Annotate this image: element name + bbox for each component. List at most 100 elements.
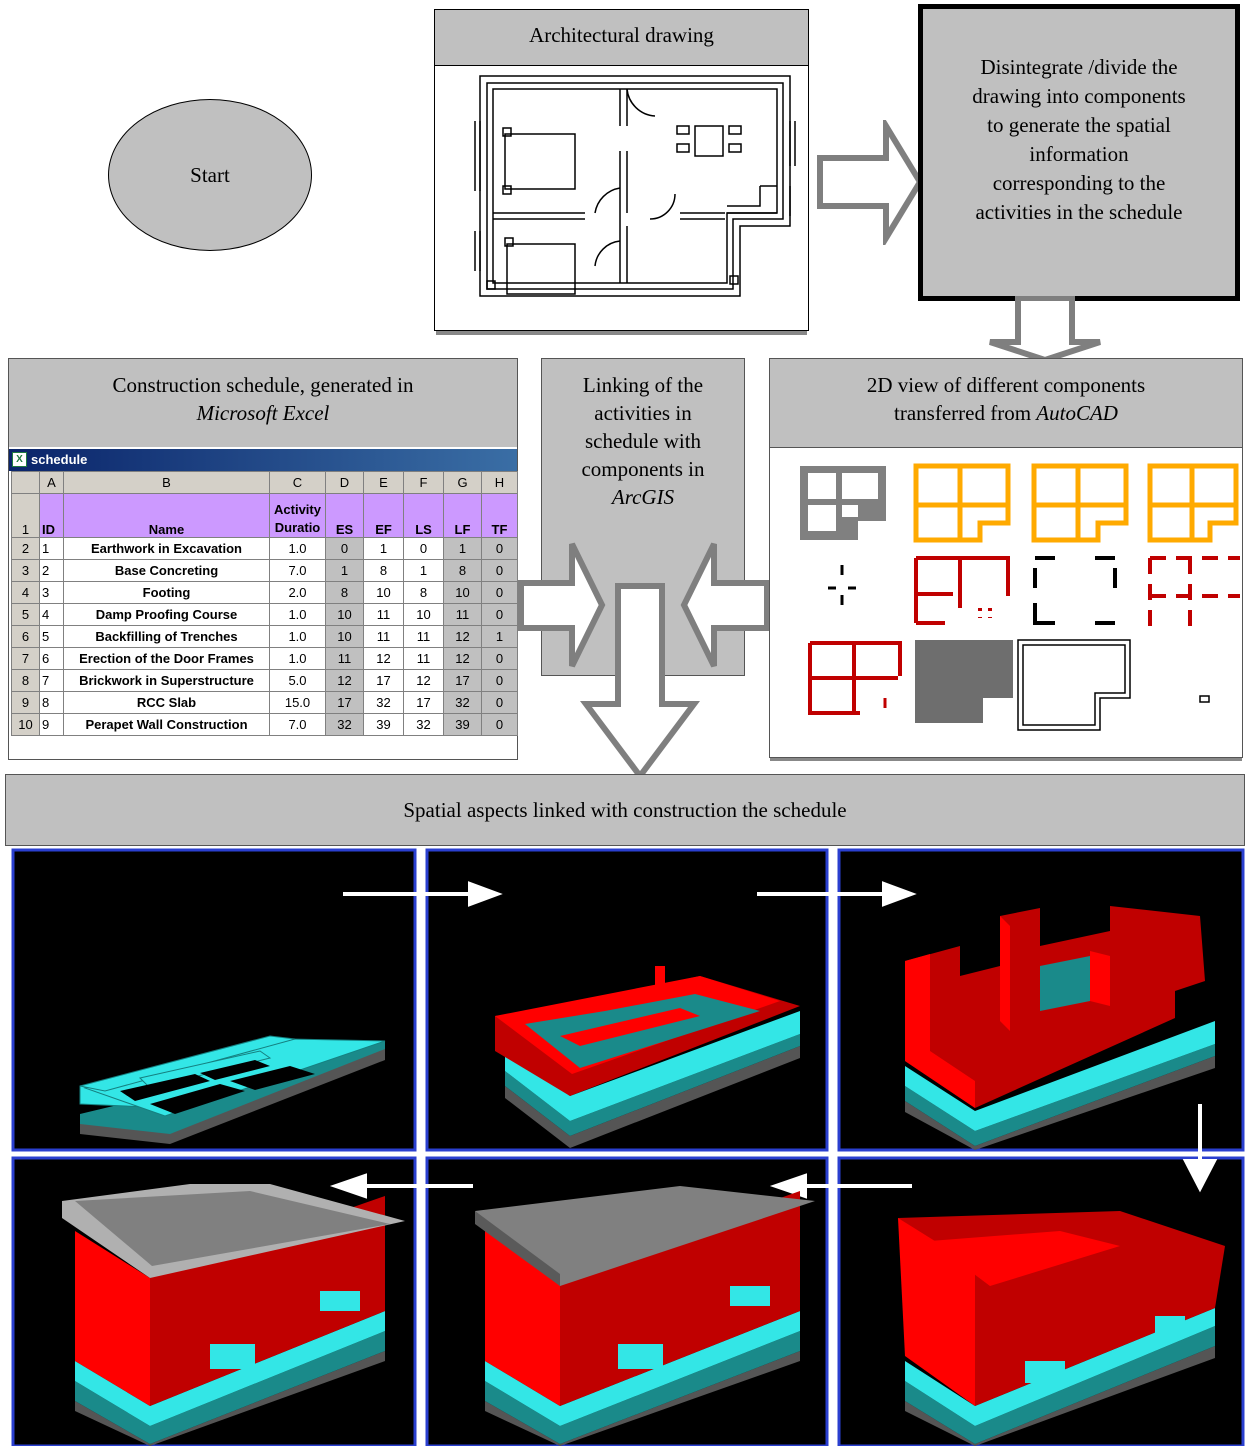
cell-duration[interactable]: 1.0 — [269, 537, 326, 560]
cell-ls[interactable]: 0 — [403, 537, 444, 560]
cell-id[interactable]: 9 — [39, 713, 64, 736]
cell-ls[interactable]: 11 — [403, 647, 444, 670]
cell-lf[interactable]: 8 — [443, 559, 482, 582]
cell-lf[interactable]: 1 — [443, 537, 482, 560]
cell-lf[interactable]: 12 — [443, 625, 482, 648]
cell-es[interactable]: 8 — [325, 581, 364, 604]
row-number[interactable]: 7 — [11, 647, 40, 670]
cell-ef[interactable]: 10 — [363, 581, 404, 604]
cell-ls[interactable]: 12 — [403, 669, 444, 692]
cell-tf[interactable]: 1 — [481, 625, 518, 648]
column-header-f[interactable]: F — [403, 471, 444, 494]
cell-es[interactable]: 11 — [325, 647, 364, 670]
cell-name[interactable]: Earthwork in Excavation — [63, 537, 270, 560]
cell-lf[interactable]: 32 — [443, 691, 482, 714]
cell-name[interactable]: Perapet Wall Construction — [63, 713, 270, 736]
corner-cell[interactable] — [11, 471, 40, 494]
cell-tf[interactable]: 0 — [481, 603, 518, 626]
cell-es[interactable]: 10 — [325, 625, 364, 648]
cell-tf[interactable]: 0 — [481, 647, 518, 670]
cell-tf[interactable]: 0 — [481, 713, 518, 736]
cell-es[interactable]: 1 — [325, 559, 364, 582]
header-ef[interactable]: EF — [363, 493, 404, 538]
cell-id[interactable]: 5 — [39, 625, 64, 648]
row-number[interactable]: 8 — [11, 669, 40, 692]
column-header-e[interactable]: E — [363, 471, 404, 494]
cell-id[interactable]: 2 — [39, 559, 64, 582]
cell-id[interactable]: 8 — [39, 691, 64, 714]
excel-titlebar[interactable]: X schedule — [9, 449, 517, 471]
cell-tf[interactable]: 0 — [481, 537, 518, 560]
cell-es[interactable]: 12 — [325, 669, 364, 692]
cell-tf[interactable]: 0 — [481, 581, 518, 604]
cell-lf[interactable]: 39 — [443, 713, 482, 736]
cell-lf[interactable]: 17 — [443, 669, 482, 692]
cell-name[interactable]: Backfilling of Trenches — [63, 625, 270, 648]
cell-lf[interactable]: 12 — [443, 647, 482, 670]
cell-duration[interactable]: 7.0 — [269, 713, 326, 736]
cell-tf[interactable]: 0 — [481, 691, 518, 714]
cell-ef[interactable]: 12 — [363, 647, 404, 670]
cell-duration[interactable]: 7.0 — [269, 559, 326, 582]
cell-es[interactable]: 10 — [325, 603, 364, 626]
column-header-d[interactable]: D — [325, 471, 364, 494]
cell-id[interactable]: 3 — [39, 581, 64, 604]
cell-ef[interactable]: 8 — [363, 559, 404, 582]
cell-ls[interactable]: 1 — [403, 559, 444, 582]
cell-name[interactable]: Brickwork in Superstructure — [63, 669, 270, 692]
cell-name[interactable]: RCC Slab — [63, 691, 270, 714]
cell-ef[interactable]: 1 — [363, 537, 404, 560]
cell-ef[interactable]: 32 — [363, 691, 404, 714]
cell-ls[interactable]: 10 — [403, 603, 444, 626]
cell-ls[interactable]: 17 — [403, 691, 444, 714]
cell-lf[interactable]: 11 — [443, 603, 482, 626]
header-ls[interactable]: LS — [403, 493, 444, 538]
cell-id[interactable]: 4 — [39, 603, 64, 626]
header-es[interactable]: ES — [325, 493, 364, 538]
column-header-b[interactable]: B — [63, 471, 270, 494]
cell-ef[interactable]: 11 — [363, 625, 404, 648]
column-header-a[interactable]: A — [39, 471, 64, 494]
cell-tf[interactable]: 0 — [481, 669, 518, 692]
cell-es[interactable]: 17 — [325, 691, 364, 714]
cell-name[interactable]: Damp Proofing Course — [63, 603, 270, 626]
cell-duration[interactable]: 1.0 — [269, 603, 326, 626]
cell-lf[interactable]: 10 — [443, 581, 482, 604]
cell-id[interactable]: 7 — [39, 669, 64, 692]
header-lf[interactable]: LF — [443, 493, 482, 538]
cell-duration[interactable]: 2.0 — [269, 581, 326, 604]
cell-name[interactable]: Base Concreting — [63, 559, 270, 582]
column-header-h[interactable]: H — [481, 471, 518, 494]
row-number[interactable]: 1 — [11, 493, 40, 538]
cell-duration[interactable]: 1.0 — [269, 647, 326, 670]
cell-tf[interactable]: 0 — [481, 559, 518, 582]
column-header-c[interactable]: C — [269, 471, 326, 494]
row-number[interactable]: 9 — [11, 691, 40, 714]
cell-duration[interactable]: 15.0 — [269, 691, 326, 714]
cell-id[interactable]: 1 — [39, 537, 64, 560]
cell-ls[interactable]: 11 — [403, 625, 444, 648]
cell-ls[interactable]: 32 — [403, 713, 444, 736]
cell-ef[interactable]: 39 — [363, 713, 404, 736]
cell-duration[interactable]: 1.0 — [269, 625, 326, 648]
cell-es[interactable]: 0 — [325, 537, 364, 560]
row-number[interactable]: 10 — [11, 713, 40, 736]
row-number[interactable]: 4 — [11, 581, 40, 604]
row-number[interactable]: 5 — [11, 603, 40, 626]
header-id[interactable]: ID — [39, 493, 64, 538]
cell-name[interactable]: Erection of the Door Frames — [63, 647, 270, 670]
cell-name[interactable]: Footing — [63, 581, 270, 604]
row-number[interactable]: 6 — [11, 625, 40, 648]
header-name[interactable]: Name — [63, 493, 270, 538]
cell-id[interactable]: 6 — [39, 647, 64, 670]
cell-duration[interactable]: 5.0 — [269, 669, 326, 692]
cell-ef[interactable]: 17 — [363, 669, 404, 692]
header-duration[interactable]: Activity Duratio — [269, 493, 326, 538]
cell-es[interactable]: 32 — [325, 713, 364, 736]
cell-ef[interactable]: 11 — [363, 603, 404, 626]
row-number[interactable]: 2 — [11, 537, 40, 560]
row-number[interactable]: 3 — [11, 559, 40, 582]
header-tf[interactable]: TF — [481, 493, 518, 538]
cell-ls[interactable]: 8 — [403, 581, 444, 604]
column-header-g[interactable]: G — [443, 471, 482, 494]
